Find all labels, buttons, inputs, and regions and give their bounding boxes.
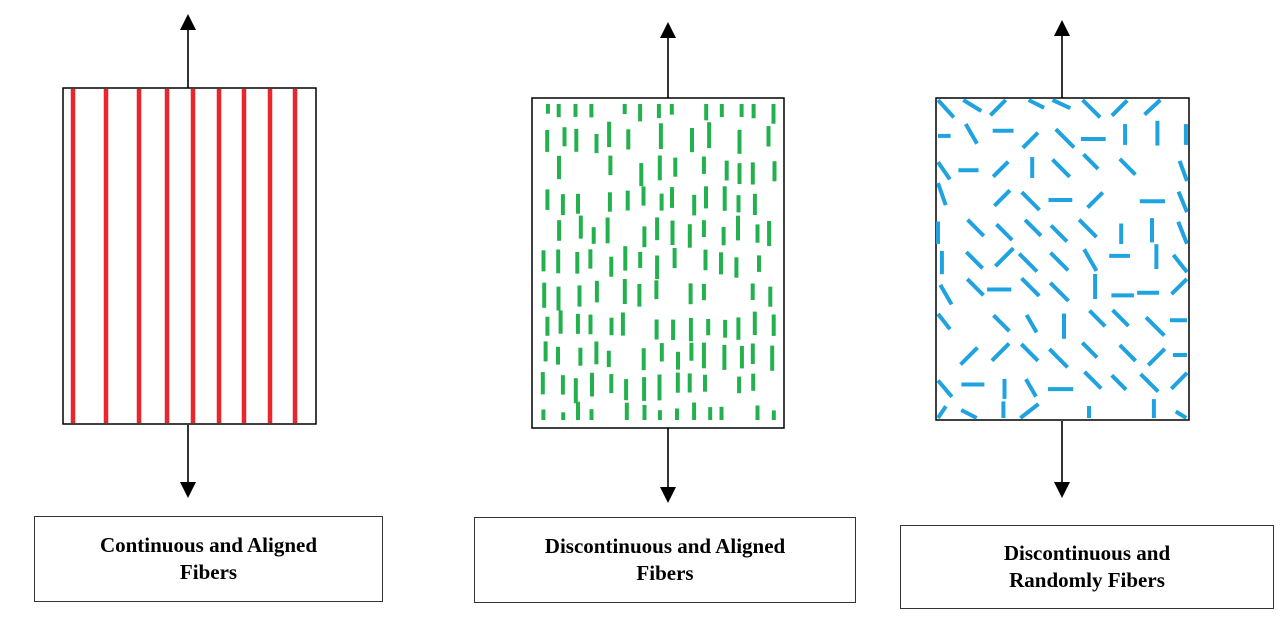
fiber xyxy=(1049,251,1070,272)
fiber xyxy=(936,405,948,420)
fiber xyxy=(988,98,1008,117)
fiber xyxy=(1051,158,1072,179)
matrix-box xyxy=(935,97,1190,421)
fiber xyxy=(992,313,1011,333)
fiber xyxy=(993,246,1015,268)
fiber xyxy=(1110,98,1129,118)
fiber xyxy=(936,98,956,119)
fiber xyxy=(938,283,954,306)
caption-discontinuous-aligned: Discontinuous and Aligned Fibers xyxy=(474,517,856,603)
fiber xyxy=(1054,127,1076,149)
fiber xyxy=(1118,343,1138,363)
fiber xyxy=(936,379,954,399)
fiber xyxy=(1082,152,1100,171)
fiber xyxy=(1081,98,1102,119)
fiber-group xyxy=(70,89,298,423)
caption-line-1: Discontinuous and xyxy=(1003,541,1171,565)
fiber xyxy=(960,408,978,420)
fiber xyxy=(1176,220,1189,245)
fiber xyxy=(1019,342,1040,363)
fiber xyxy=(1086,191,1105,210)
fiber xyxy=(1171,253,1189,274)
fiber xyxy=(995,222,1014,242)
fiber xyxy=(1118,157,1137,177)
fiber xyxy=(936,160,952,181)
fiber xyxy=(1111,308,1130,328)
fiber xyxy=(1020,190,1041,212)
fiber xyxy=(963,123,979,145)
matrix-box xyxy=(62,87,317,425)
fiber xyxy=(1047,347,1070,369)
fiber xyxy=(990,342,1011,363)
fiber xyxy=(1024,314,1039,334)
fiber xyxy=(964,250,985,270)
fiber xyxy=(965,277,985,297)
fiber xyxy=(1023,218,1043,238)
fiber xyxy=(1174,409,1188,420)
fiber xyxy=(1169,371,1189,391)
fiber xyxy=(1017,252,1039,273)
fiber xyxy=(1082,248,1099,272)
caption-line-2: Fibers xyxy=(179,560,238,584)
panel-discontinuous-aligned xyxy=(531,22,785,503)
fiber xyxy=(1110,373,1128,392)
fiber xyxy=(1143,98,1162,117)
fiber xyxy=(1027,98,1045,110)
fiber xyxy=(1048,281,1070,303)
fiber xyxy=(959,346,979,366)
fiber-group xyxy=(540,104,777,420)
fiber xyxy=(1080,341,1099,359)
panel-discontinuous-random xyxy=(935,20,1190,498)
fiber xyxy=(1051,98,1072,111)
fiber xyxy=(1077,218,1098,239)
fiber xyxy=(966,218,986,238)
fiber xyxy=(1083,370,1103,390)
fiber xyxy=(936,312,952,331)
fiber xyxy=(1024,378,1038,398)
caption-line-1: Discontinuous and Aligned xyxy=(544,534,786,558)
fiber xyxy=(1020,276,1041,298)
fiber xyxy=(1019,402,1040,420)
fiber xyxy=(1049,224,1069,243)
fiber xyxy=(1144,315,1166,338)
panel-continuous-aligned xyxy=(62,14,317,498)
caption-line-2: Fibers xyxy=(636,561,694,585)
fiber xyxy=(1139,372,1160,394)
fiber xyxy=(1088,309,1107,328)
fiber xyxy=(936,182,948,206)
caption-continuous-aligned: Continuous and Aligned Fibers xyxy=(34,516,383,602)
fiber xyxy=(992,188,1012,208)
caption-line-1: Continuous and Aligned xyxy=(99,533,318,557)
fiber xyxy=(1177,160,1189,182)
caption-discontinuous-random: Discontinuous and Randomly Fibers xyxy=(900,525,1274,609)
fiber xyxy=(1146,347,1167,367)
fiber-group xyxy=(936,98,1189,420)
fiber xyxy=(1021,131,1040,150)
fiber xyxy=(1176,190,1189,213)
caption-line-2: Randomly Fibers xyxy=(1009,568,1165,592)
fiber xyxy=(991,160,1010,179)
fiber xyxy=(1170,277,1189,296)
fiber xyxy=(962,98,983,113)
